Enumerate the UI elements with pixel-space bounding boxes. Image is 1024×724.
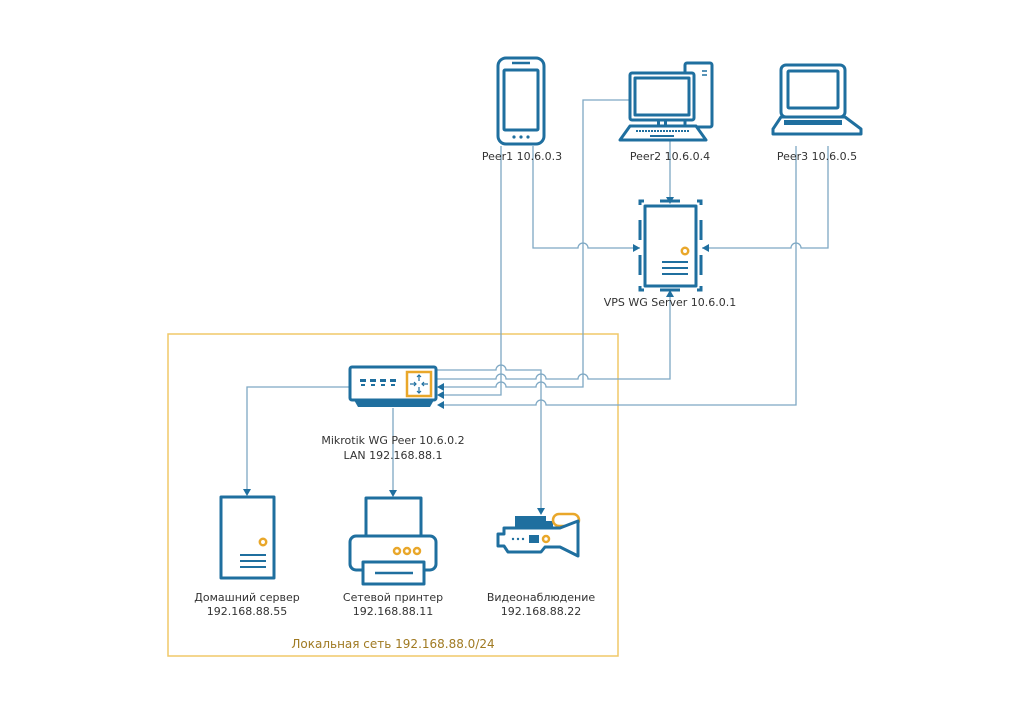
edge-router-camera [437,364,542,512]
node-router[interactable]: Mikrotik WG Peer 10.6.0.2 LAN 192.168.88… [321,365,465,462]
edge-peer2-router [440,99,632,388]
edge-peer1-router [440,146,502,396]
edge-peer1-vps [532,146,640,249]
edge-peer3-vps [702,146,829,249]
printer-label-line1: Сетевой принтер [343,591,443,604]
arrowhead [633,244,640,252]
node-vps[interactable]: VPS WG Server 10.6.0.1 [604,199,737,309]
arrowhead [437,401,444,409]
arrowhead [666,290,674,297]
zone-lan-border [167,333,619,657]
router-switch-icon [348,365,438,407]
arrowhead [389,490,397,497]
printer-label-line2: 192.168.88.11 [353,605,433,618]
desktop-computer-icon [618,61,714,142]
arrowhead [437,391,444,399]
router-label-line1: Mikrotik WG Peer 10.6.0.2 [321,434,464,447]
node-camera[interactable]: Видеонаблюдение 192.168.88.22 [487,512,596,618]
node-peer1[interactable]: Peer1 10.6.0.3 [482,56,562,163]
home-server-label-line2: 192.168.88.55 [207,605,287,618]
arrowhead [243,489,251,496]
server-icon [638,199,703,292]
peer2-label: Peer2 10.6.0.4 [630,150,710,163]
edge-router-home-server [246,386,350,492]
arrowhead [437,383,444,391]
video-camera-icon [496,512,581,558]
laptop-icon [771,63,863,136]
edge-peer3-router [440,146,797,406]
node-peer3[interactable]: Peer3 10.6.0.5 [771,63,863,163]
zone-lan: Локальная сеть 192.168.88.0/24 [167,333,619,657]
camera-label-line2: 192.168.88.22 [501,605,581,618]
node-peer2[interactable]: Peer2 10.6.0.4 [618,61,714,163]
edge-router-vps [437,292,671,380]
router-label-line2: LAN 192.168.88.1 [343,449,442,462]
node-printer[interactable]: Сетевой принтер 192.168.88.11 [343,496,443,618]
arrowhead [537,508,545,515]
home-server-label-line1: Домашний сервер [194,591,299,604]
arrowhead [702,244,709,252]
smartphone-icon [496,56,546,146]
printer-icon [348,496,438,586]
vps-label: VPS WG Server 10.6.0.1 [604,296,737,309]
camera-label-line1: Видеонаблюдение [487,591,596,604]
server-icon [219,495,276,580]
peer3-label: Peer3 10.6.0.5 [777,150,857,163]
node-home-server[interactable]: Домашний сервер 192.168.88.55 [194,495,300,618]
peer1-label: Peer1 10.6.0.3 [482,150,562,163]
zone-lan-label: Локальная сеть 192.168.88.0/24 [291,637,494,651]
